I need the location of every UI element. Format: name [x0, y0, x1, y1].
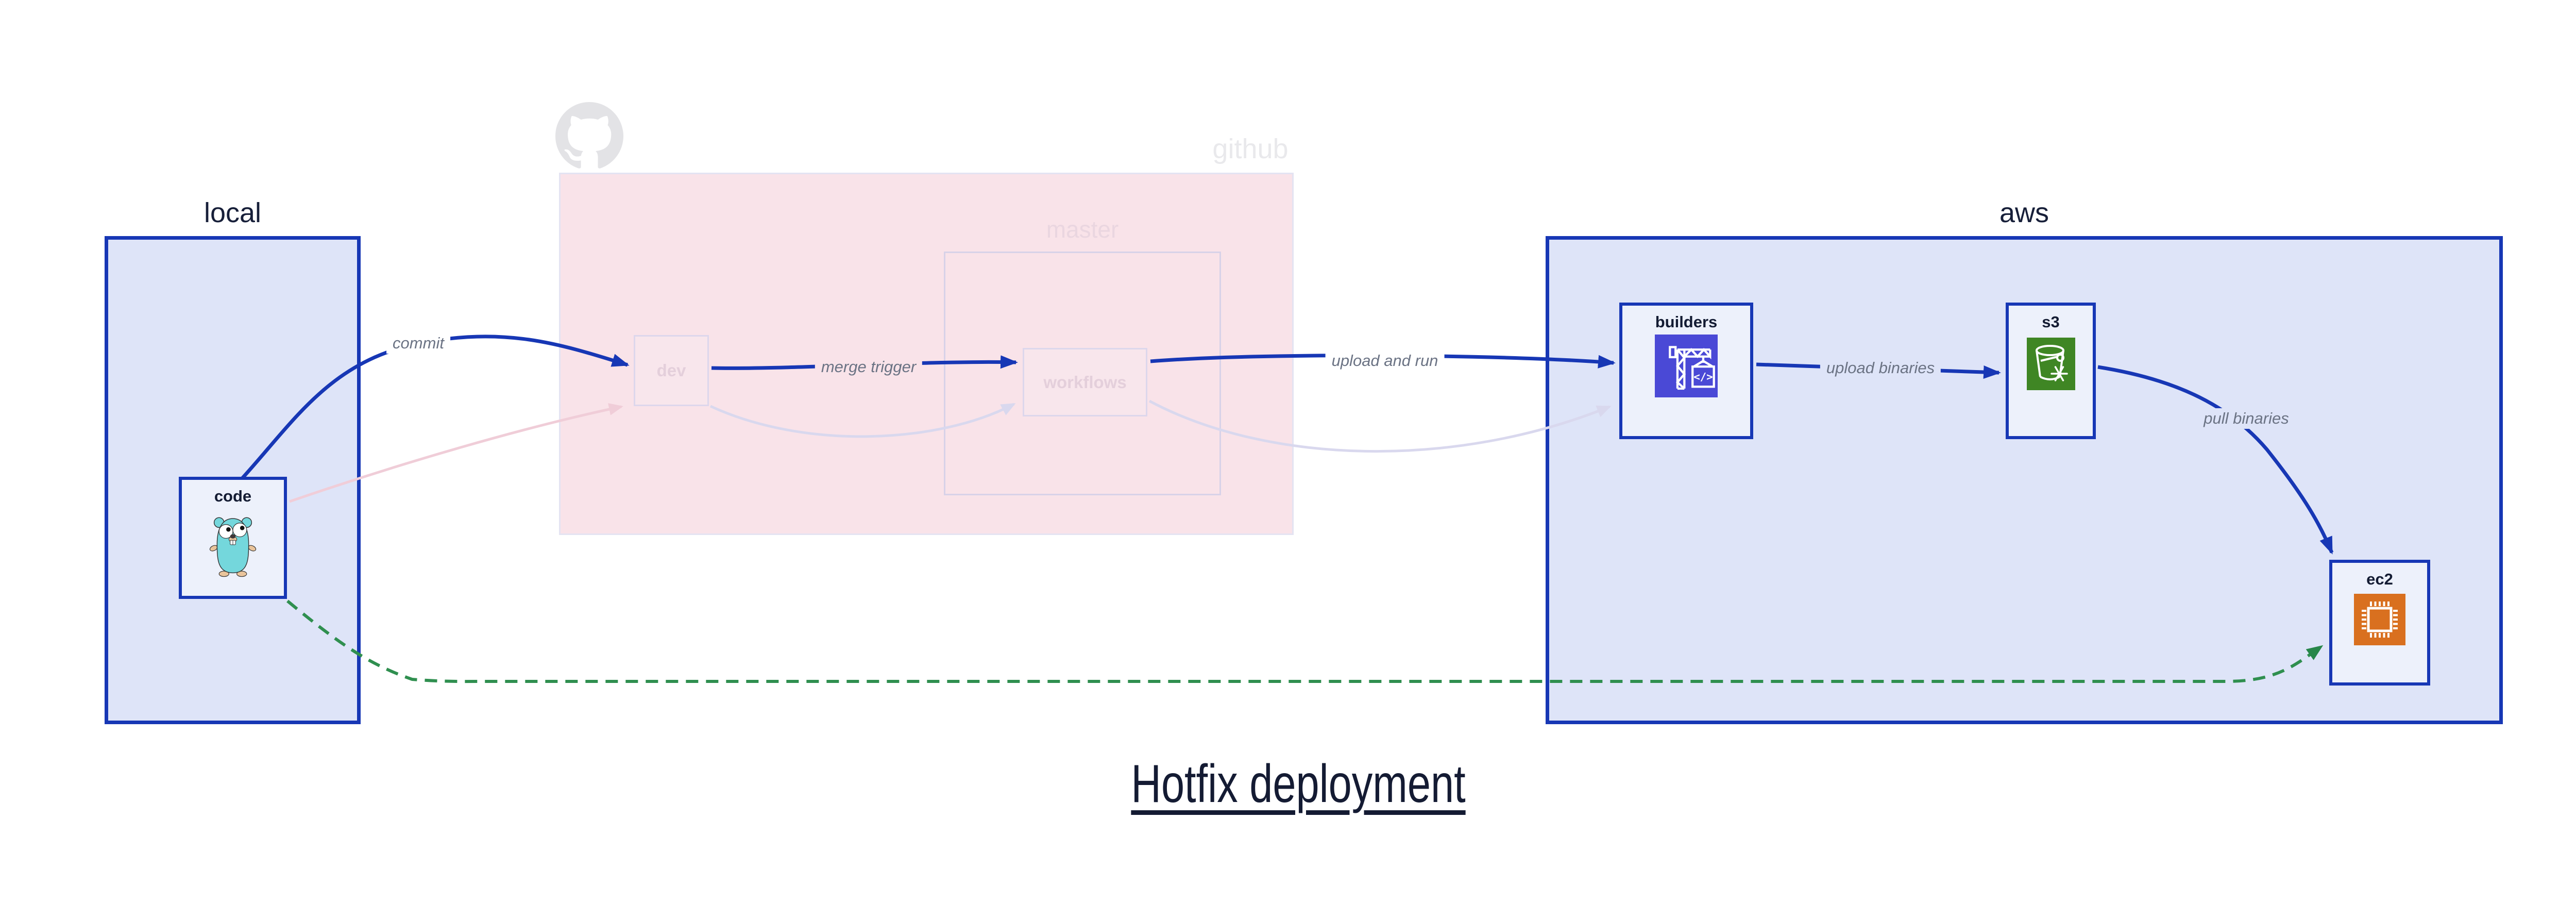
edge-commit — [241, 335, 630, 480]
s3-glacier-bucket-icon — [2026, 338, 2075, 390]
node-code-label: code — [214, 487, 252, 505]
github-label: github — [1212, 133, 1289, 164]
go-gopher-icon — [209, 517, 257, 577]
node-ec2: ec2 — [2329, 560, 2430, 686]
edge-label-pull-binaries: pull binaries — [2197, 408, 2295, 429]
node-ec2-label: ec2 — [2366, 570, 2393, 588]
local-label: local — [204, 197, 262, 228]
node-code: code — [179, 477, 287, 599]
node-builders: builders </> — [1619, 303, 1753, 439]
codebuild-code-glyph: </> — [1693, 371, 1713, 383]
node-s3: s3 — [2006, 303, 2096, 439]
edge-pull-binaries — [2097, 365, 2334, 555]
edge-label-merge-trigger: merge trigger — [815, 357, 923, 377]
node-workflows-label: workflows — [1043, 372, 1127, 392]
node-dev: dev — [634, 335, 709, 406]
edge-workflows-builders-faded — [1148, 399, 1612, 453]
diagram-title-wrap: Hotfix deployment — [1131, 754, 1727, 815]
master-container — [944, 252, 1221, 495]
node-builders-label: builders — [1655, 313, 1718, 331]
codebuild-crane-icon: </> — [1655, 335, 1718, 397]
ec2-chip-icon — [2354, 594, 2405, 645]
aws-label: aws — [1999, 197, 2049, 228]
octocat-icon — [555, 102, 623, 169]
edge-label-upload-binaries: upload binaries — [1820, 358, 1941, 378]
node-dev-label: dev — [656, 361, 686, 380]
node-workflows: workflows — [1023, 348, 1147, 416]
edge-dev-workflows-faded — [709, 403, 1016, 438]
edge-label-commit: commit — [386, 333, 450, 354]
edge-code-dev-faded — [289, 403, 623, 503]
edge-label-upload-and-run: upload and run — [1325, 350, 1445, 371]
node-s3-label: s3 — [2042, 313, 2060, 331]
diagram-title: Hotfix deployment — [1131, 754, 1466, 814]
master-label: master — [1046, 216, 1119, 243]
edge-hotfix-dashed — [286, 599, 2324, 683]
